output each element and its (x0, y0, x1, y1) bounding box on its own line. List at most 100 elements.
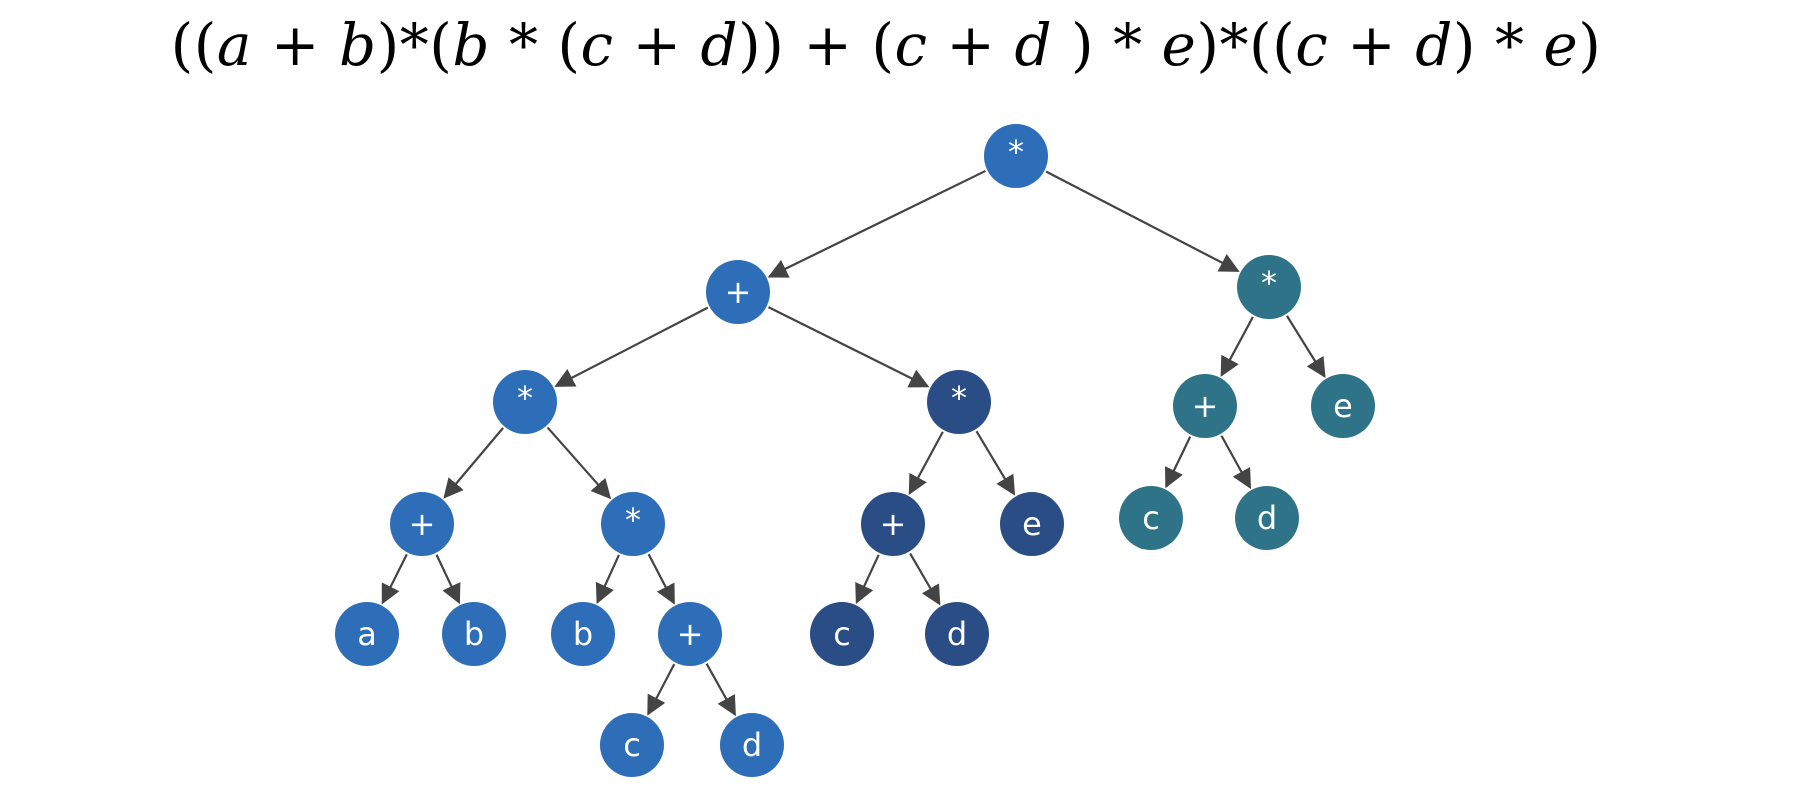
edge-arrow (767, 306, 930, 388)
node-circle (720, 713, 784, 777)
node-label: c (1142, 499, 1160, 537)
formula-part: e (1161, 11, 1197, 79)
tree-node: * (984, 124, 1048, 188)
expression-formula: ((a + b)*(b * (c + d)) + (c + d ) * e)*(… (0, 8, 1772, 83)
node-circle (493, 370, 557, 434)
node-circle (335, 602, 399, 666)
edge-arrow (1220, 316, 1254, 377)
node-label: b (573, 615, 593, 653)
node-circle (810, 602, 874, 666)
node-label: * (625, 501, 641, 539)
formula-part: + (1328, 11, 1416, 79)
tree-node: e (1000, 492, 1064, 556)
tree-node: + (658, 602, 722, 666)
edge-arrow (1045, 170, 1240, 272)
edge-arrow (1286, 315, 1326, 378)
tree-node: e (1311, 374, 1375, 438)
formula-part: d (1014, 11, 1053, 79)
node-circle (390, 492, 454, 556)
node-circle (1311, 374, 1375, 438)
formula-part: + (251, 11, 339, 79)
formula-part: + (613, 11, 701, 79)
node-label: d (947, 615, 967, 653)
node-label: e (1022, 505, 1042, 543)
edge-arrow (435, 554, 461, 605)
node-label: * (1008, 133, 1024, 171)
tree-node: c (600, 713, 664, 777)
formula-part: c (1295, 11, 1329, 79)
node-label: + (880, 505, 907, 543)
edge-arrow (855, 554, 880, 605)
tree-node: * (1237, 255, 1301, 319)
node-circle (1237, 255, 1301, 319)
node-label: c (833, 615, 851, 653)
tree-node: d (720, 713, 784, 777)
node-label: + (677, 615, 704, 653)
nodes-layer: * + * * * + e + * + e c d a b b + c d c d (335, 124, 1375, 777)
formula-part: b (338, 11, 377, 79)
node-label: * (1261, 264, 1277, 302)
formula-part: * ( (490, 11, 581, 79)
formula-part: d (1415, 11, 1453, 79)
tree-node: d (1235, 486, 1299, 550)
node-circle (1235, 486, 1299, 550)
node-circle (442, 602, 506, 666)
formula-part: )*( (376, 11, 453, 79)
edge-arrow (705, 663, 736, 717)
node-label: + (725, 273, 752, 311)
edge-arrow (975, 430, 1016, 496)
formula-part: b (452, 11, 491, 79)
node-label: a (357, 615, 377, 653)
formula-part: a (216, 11, 252, 79)
tree-node: b (551, 602, 615, 666)
formula-part: )) + ( (738, 11, 895, 79)
node-label: e (1333, 387, 1353, 425)
edge-arrow (647, 553, 675, 605)
tree-node: + (861, 492, 925, 556)
edge-arrow (647, 663, 676, 716)
edge-arrow (381, 553, 408, 605)
formula-part: ) (1578, 11, 1602, 79)
edge-arrow (909, 552, 941, 606)
tree-node: * (927, 370, 991, 434)
node-label: + (1192, 387, 1219, 425)
edge-arrow (908, 431, 944, 495)
formula-part: )*(( (1196, 11, 1296, 79)
node-label: d (1257, 499, 1277, 537)
tree-node: c (810, 602, 874, 666)
node-circle (658, 602, 722, 666)
formula-part: c (580, 11, 614, 79)
tree-node: + (706, 260, 770, 324)
node-label: * (951, 379, 967, 417)
tree-node: a (335, 602, 399, 666)
formula-part: d (700, 11, 739, 79)
node-circle (706, 260, 770, 324)
node-label: c (623, 726, 641, 764)
tree-node: + (390, 492, 454, 556)
formula-part: + (927, 11, 1015, 79)
node-circle (927, 370, 991, 434)
formula-part: (( (170, 11, 217, 79)
edges-layer (381, 169, 1326, 717)
formula-part: ) * (1052, 11, 1162, 79)
edge-arrow (1220, 435, 1252, 490)
formula-part: c (894, 11, 928, 79)
node-circle (861, 492, 925, 556)
node-circle (1173, 374, 1237, 438)
node-circle (551, 602, 615, 666)
node-circle (1000, 492, 1064, 556)
edge-arrow (554, 306, 709, 387)
edge-arrow (546, 426, 612, 500)
node-label: d (742, 726, 762, 764)
tree-node: d (925, 602, 989, 666)
node-circle (600, 713, 664, 777)
formula-part: ) * (1452, 11, 1544, 79)
edge-arrow (1165, 436, 1192, 489)
node-label: + (409, 505, 436, 543)
edge-arrow (443, 427, 504, 499)
edge-arrow (595, 554, 620, 604)
tree-node: * (493, 370, 557, 434)
tree-node: b (442, 602, 506, 666)
tree-node: + (1173, 374, 1237, 438)
